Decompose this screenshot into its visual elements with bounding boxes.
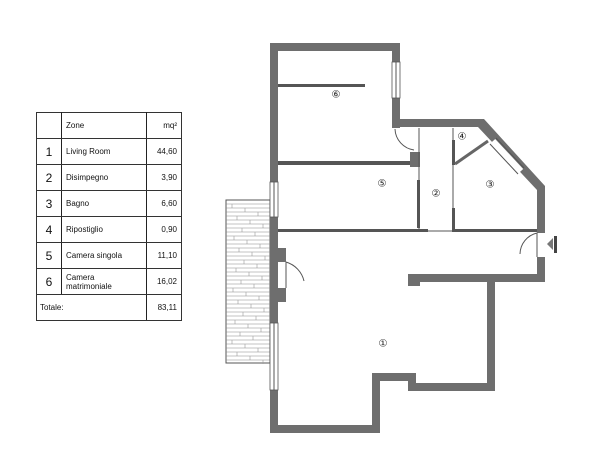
room-label-1: ① (379, 339, 388, 350)
room-label-4: ④ (458, 132, 467, 143)
doors (285, 128, 538, 288)
room-labels: ① ② ③ ④ ⑤ ⑥ (332, 90, 495, 350)
total-value: 83,11 (146, 294, 182, 321)
room-label-5: ⑤ (378, 179, 387, 190)
room-label-3: ③ (486, 180, 495, 191)
windows (269, 61, 525, 391)
outer-walls (270, 43, 545, 433)
room-label-6: ⑥ (332, 90, 341, 101)
entrance-arrow-icon (547, 236, 557, 253)
room-label-2: ② (432, 189, 441, 200)
balcony (225, 199, 271, 364)
interior-walls (278, 84, 537, 232)
total-label: Totale: (36, 294, 147, 321)
table-total-row: Totale: 83,11 (36, 294, 182, 321)
